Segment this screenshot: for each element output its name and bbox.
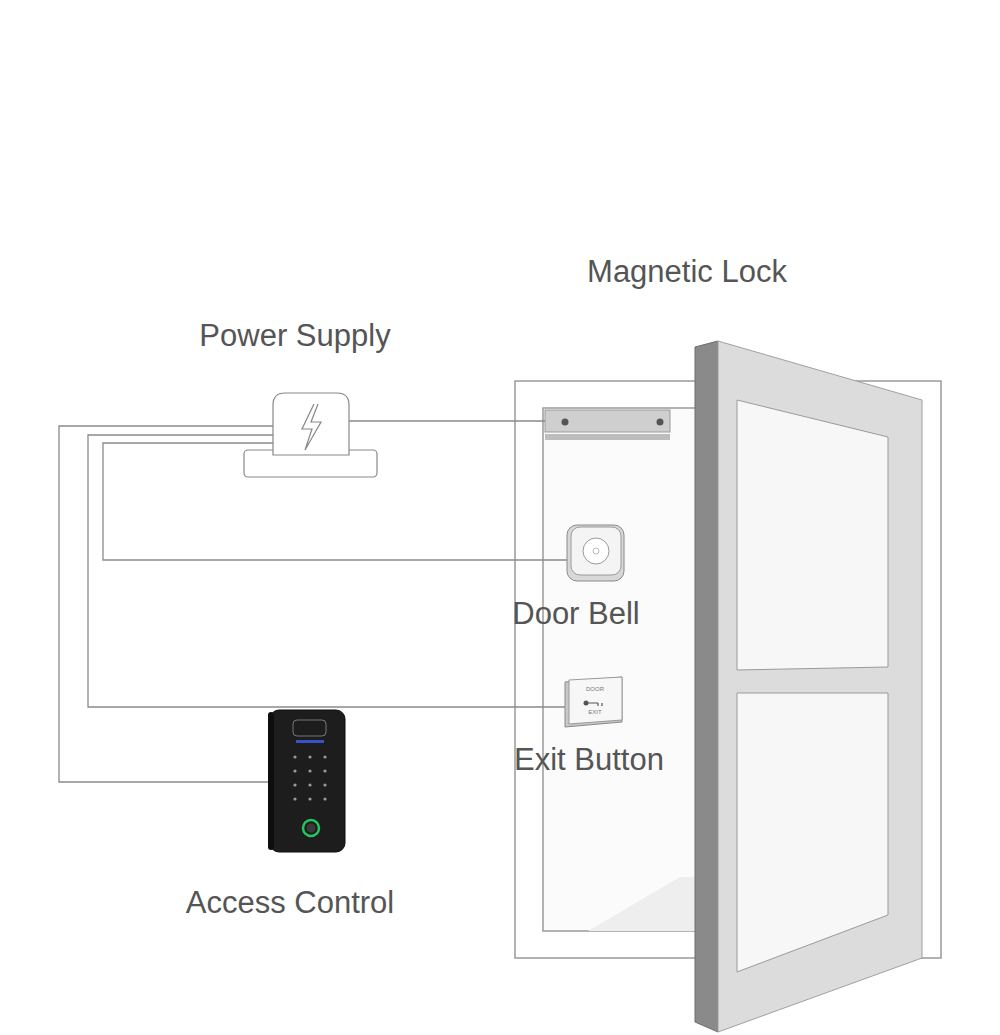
bell-button (583, 538, 609, 564)
plate-text: DOOR (586, 686, 604, 693)
lock-plate (545, 434, 670, 440)
exit-node: Exit Button (565, 677, 622, 727)
bell-grille (593, 548, 599, 554)
door-glass (737, 400, 888, 670)
key (293, 783, 296, 786)
key (293, 755, 296, 758)
lock-bar (545, 410, 670, 432)
part-label: Door Bell (512, 596, 640, 632)
card-reader (293, 720, 326, 736)
part-label: Access Control (186, 885, 394, 921)
key (308, 783, 311, 786)
fingerprint-sensor (307, 824, 316, 833)
key-symbol (584, 701, 589, 706)
lightning-symbol (302, 404, 321, 450)
power-node: Power Supply (273, 393, 349, 455)
part-label: Power Supply (199, 318, 390, 354)
exit-plate-edge (565, 677, 622, 727)
wire (59, 426, 273, 782)
status-led (296, 740, 324, 743)
exit-plate (569, 677, 622, 724)
part-label: Magnetic Lock (587, 254, 787, 290)
key (323, 755, 326, 758)
lock-screw (562, 419, 569, 426)
door-opening (543, 408, 703, 931)
door-edge (695, 341, 718, 1032)
bell-node: Door Bell (567, 525, 624, 581)
bell-housing (567, 525, 624, 581)
key (293, 769, 296, 772)
door-glass (737, 693, 888, 972)
lock-node: Magnetic Lock (545, 410, 670, 440)
key (323, 797, 326, 800)
wire (103, 443, 567, 560)
key (308, 797, 311, 800)
lock-screw (657, 419, 664, 426)
plate-text: EXIT (588, 709, 601, 716)
key-symbol (588, 703, 602, 706)
keypad-body (270, 710, 345, 852)
key (308, 769, 311, 772)
keypad-side (268, 712, 274, 850)
key (323, 769, 326, 772)
key (323, 783, 326, 786)
fingerprint-ring (303, 820, 319, 836)
power-body (273, 393, 349, 455)
key (308, 755, 311, 758)
bell-face (571, 527, 621, 575)
keypad-node: Access Control (268, 710, 345, 852)
wire (349, 420, 545, 421)
key (293, 797, 296, 800)
part-label: Exit Button (514, 742, 664, 778)
keypad-keys (293, 755, 326, 800)
door-leaf (718, 341, 922, 1032)
wire (88, 435, 565, 707)
